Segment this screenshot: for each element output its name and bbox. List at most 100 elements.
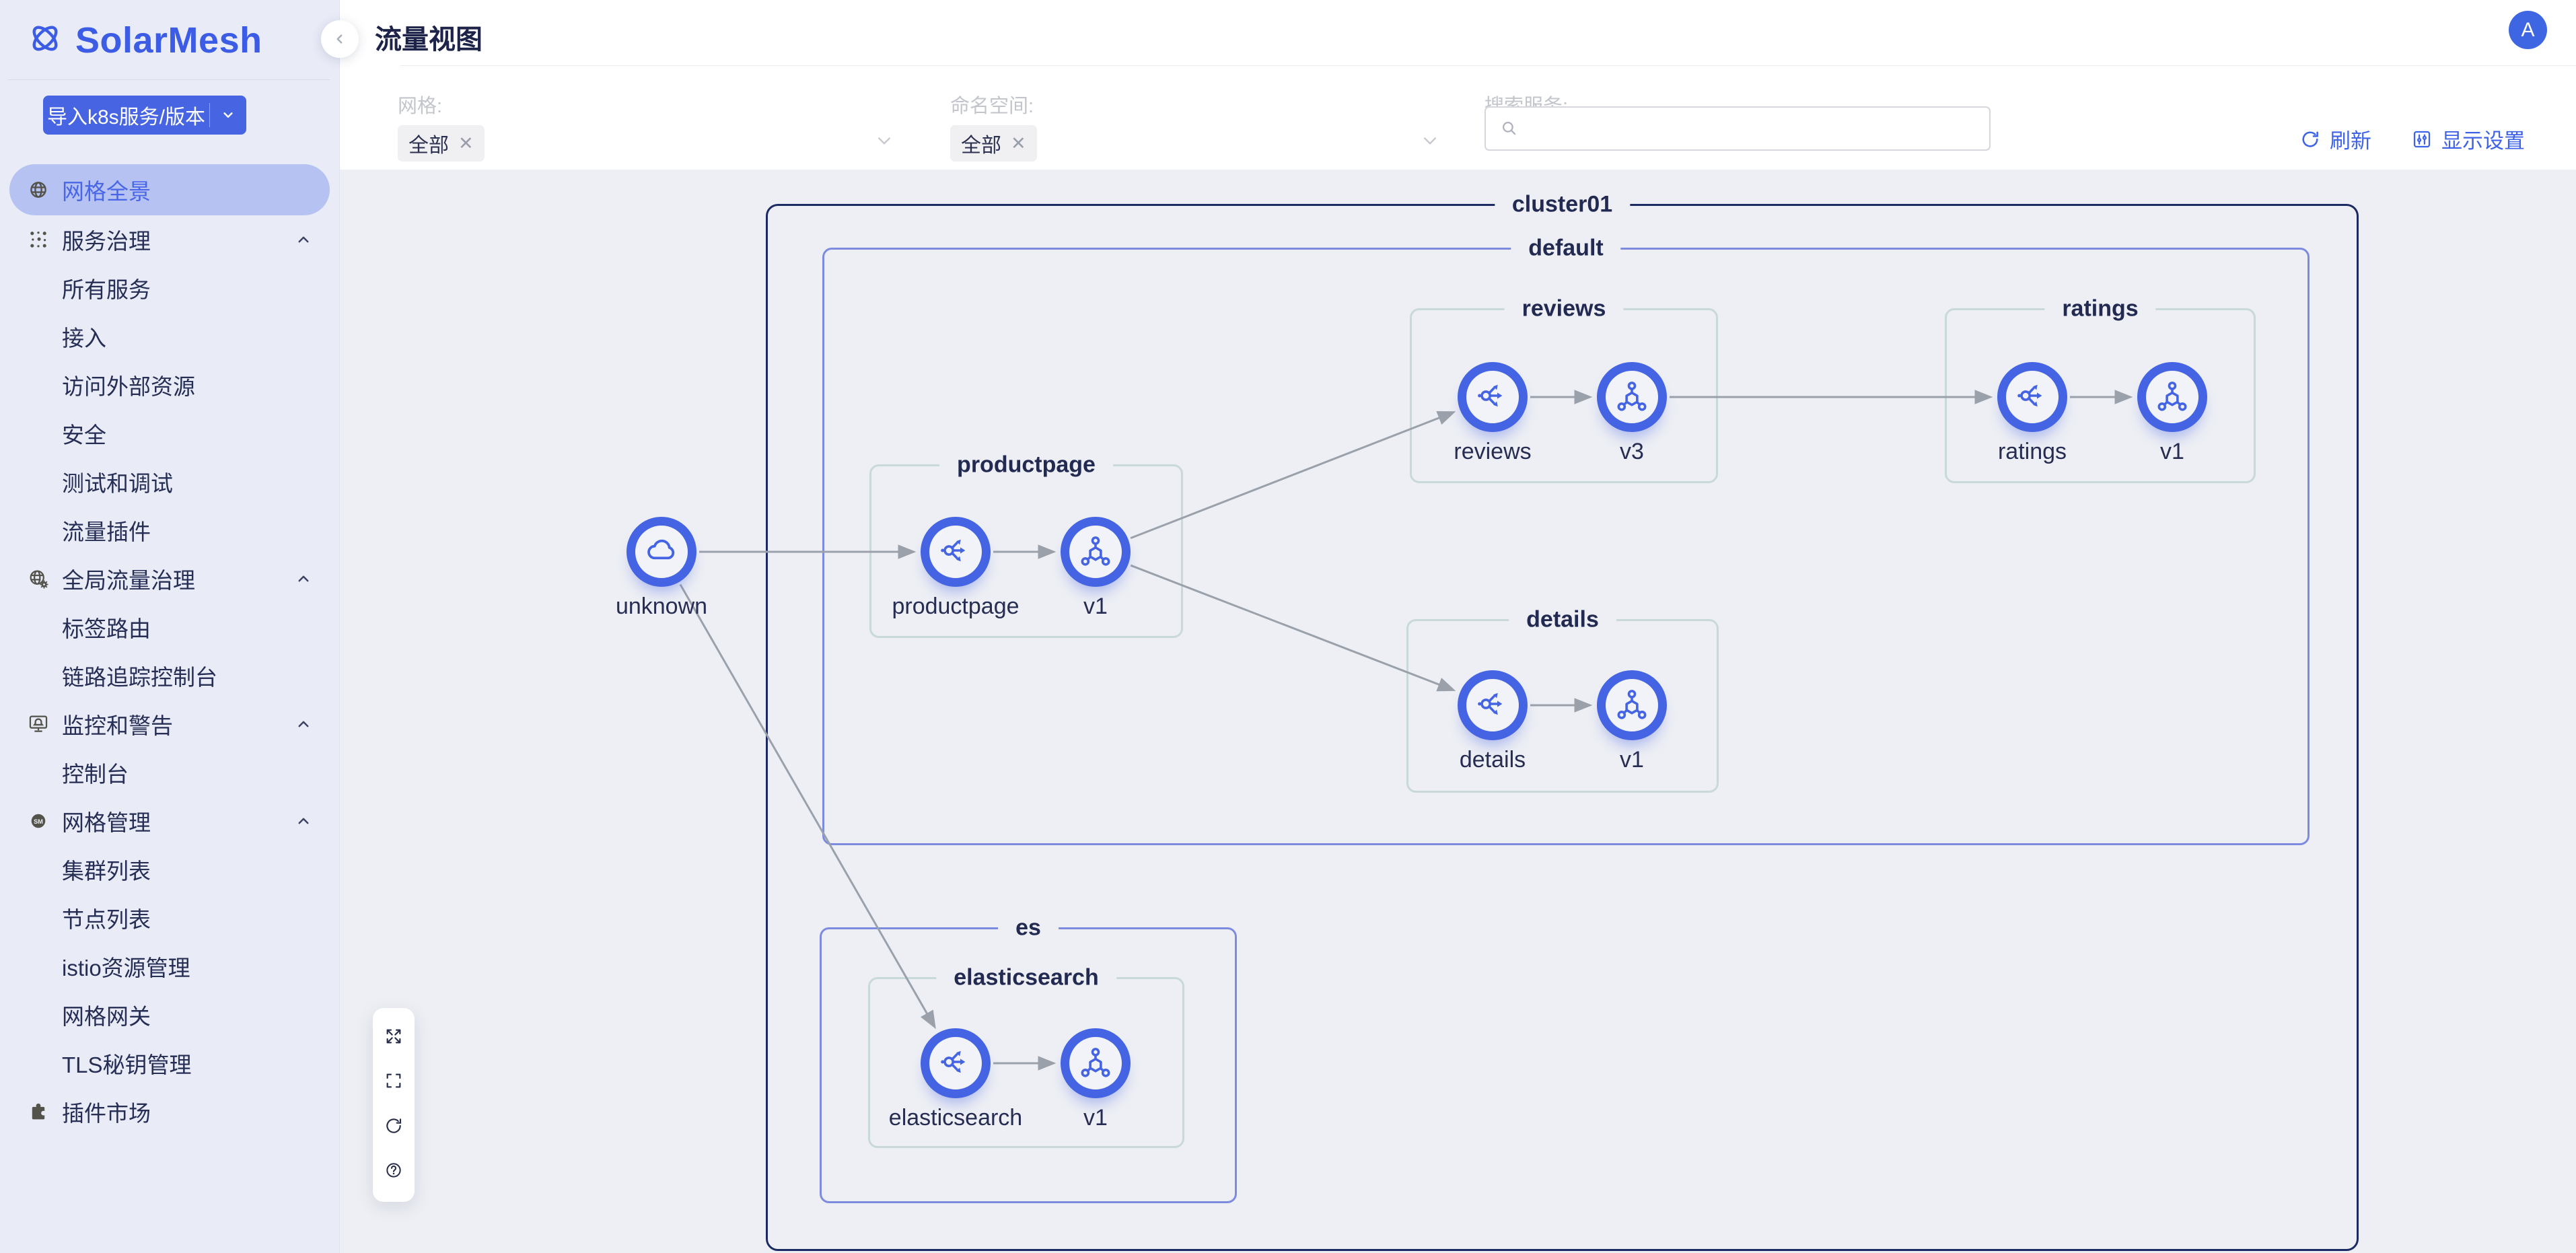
fullscreen-button[interactable] <box>379 1068 408 1098</box>
reload-button[interactable] <box>379 1112 408 1142</box>
sidebar-menu: 网格全景服务治理所有服务接入访问外部资源安全测试和调试流量插件全局流量治理标签路… <box>0 164 339 1136</box>
service-icon <box>937 532 974 572</box>
node-productpage[interactable] <box>921 517 991 587</box>
chevron-up-icon[interactable] <box>293 811 314 831</box>
group-label: productpage <box>939 452 1113 478</box>
node-label-details-v1: v1 <box>1620 747 1644 773</box>
node-elasticsearch[interactable] <box>921 1028 991 1098</box>
chevron-left-icon <box>336 34 343 44</box>
header-divider <box>400 65 2576 66</box>
sidebar-item-14[interactable]: 集群列表 <box>0 845 339 894</box>
namespace-filter: 命名空间: 全部 ✕ <box>950 66 1441 170</box>
namespace-filter-label: 命名空间: <box>950 96 1034 117</box>
sidebar-item-9[interactable]: 标签路由 <box>0 603 339 651</box>
sidebar-item-17[interactable]: 网格网关 <box>0 991 339 1039</box>
workload-icon <box>1614 686 1650 725</box>
chevron-up-icon[interactable] <box>293 229 314 250</box>
svg-text:SM: SM <box>34 818 43 825</box>
workload-icon <box>2154 378 2190 417</box>
sidebar-item-label: istio资源管理 <box>62 956 190 980</box>
help-button[interactable] <box>379 1157 408 1187</box>
sidebar-item-15[interactable]: 节点列表 <box>0 894 339 942</box>
graph-toolbar <box>373 1008 415 1202</box>
node-reviews-v3[interactable] <box>1597 362 1667 432</box>
namespace-filter-tag[interactable]: 全部 ✕ <box>950 125 1037 162</box>
sidebar-item-label: 网格管理 <box>62 810 151 835</box>
sidebar-item-label: 测试和调试 <box>62 471 173 496</box>
sidebar-item-label: 网格网关 <box>62 1004 151 1029</box>
sidebar-item-16[interactable]: istio资源管理 <box>0 942 339 991</box>
node-ratings[interactable] <box>1997 362 2067 432</box>
display-settings-icon <box>2413 131 2431 147</box>
sidebar-collapse-button[interactable] <box>321 20 359 58</box>
fullscreen-icon <box>383 1070 404 1095</box>
app-box-app-details: details <box>1406 606 1719 793</box>
node-ratings-v1[interactable] <box>2137 362 2207 432</box>
group-label: es <box>998 915 1059 941</box>
close-icon[interactable]: ✕ <box>1011 133 1026 153</box>
mesh-manage-icon: SM <box>27 810 50 832</box>
app-title: SolarMesh <box>75 20 262 61</box>
sidebar-item-2[interactable]: 所有服务 <box>0 264 339 312</box>
sidebar-item-label: 接入 <box>62 326 106 351</box>
reload-icon <box>383 1115 404 1140</box>
expand-button[interactable] <box>379 1023 408 1052</box>
sidebar-item-label: 插件市场 <box>62 1101 151 1126</box>
node-unknown[interactable] <box>627 517 696 587</box>
node-elasticsearch-v1[interactable] <box>1061 1028 1131 1098</box>
chevron-up-icon[interactable] <box>293 714 314 734</box>
namespace-box-es: es <box>820 915 1237 1203</box>
sidebar-item-10[interactable]: 链路追踪控制台 <box>0 651 339 700</box>
node-productpage-v1[interactable] <box>1061 517 1131 587</box>
sidebar-item-label: 服务治理 <box>62 229 151 254</box>
group-label: default <box>1511 235 1621 262</box>
search-input[interactable] <box>1528 108 1989 149</box>
sidebar-item-5[interactable]: 安全 <box>0 409 339 458</box>
chevron-down-icon[interactable] <box>873 129 896 152</box>
sidebar-item-18[interactable]: TLS秘钥管理 <box>0 1039 339 1087</box>
sidebar-item-11[interactable]: 监控和警告 <box>0 700 339 748</box>
service-icon <box>1474 378 1511 417</box>
sidebar-item-label: 流量插件 <box>62 520 151 544</box>
sidebar-item-1[interactable]: 服务治理 <box>0 215 339 264</box>
sidebar-item-13[interactable]: SM 网格管理 <box>0 797 339 845</box>
display-settings-button[interactable]: 显示设置 <box>2410 124 2525 154</box>
workload-icon <box>1077 532 1114 572</box>
refresh-button[interactable]: 刷新 <box>2299 124 2371 154</box>
mesh-filter-label: 网格: <box>398 96 443 117</box>
chevron-down-icon[interactable] <box>1419 129 1441 152</box>
sidebar-item-6[interactable]: 测试和调试 <box>0 458 339 506</box>
group-label: details <box>1509 606 1616 633</box>
sidebar-item-label: 访问外部资源 <box>62 374 195 399</box>
close-icon[interactable]: ✕ <box>458 133 474 153</box>
mesh-filter-value: 全部 <box>408 135 449 157</box>
sidebar-item-12[interactable]: 控制台 <box>0 748 339 797</box>
sidebar-divider <box>8 79 330 80</box>
avatar[interactable]: A <box>2509 11 2547 49</box>
chevron-down-icon[interactable] <box>210 106 246 124</box>
import-k8s-button[interactable]: 导入k8s服务/版本 <box>43 96 246 135</box>
sidebar-item-label: 控制台 <box>62 762 129 787</box>
search-icon <box>1498 117 1521 140</box>
sidebar-item-8[interactable]: 全局流量治理 <box>0 554 339 603</box>
global-traffic-icon <box>27 567 50 590</box>
button-divider <box>209 103 210 127</box>
mesh-filter-tag[interactable]: 全部 ✕ <box>398 125 485 162</box>
chevron-up-icon[interactable] <box>293 569 314 589</box>
node-details[interactable] <box>1458 670 1528 740</box>
node-label-elasticsearch-v1: v1 <box>1083 1105 1108 1131</box>
sidebar-item-7[interactable]: 流量插件 <box>0 506 339 554</box>
sidebar-item-0[interactable]: 网格全景 <box>9 164 330 215</box>
sidebar-item-4[interactable]: 访问外部资源 <box>0 361 339 409</box>
app-logo: SolarMesh <box>26 19 262 61</box>
node-details-v1[interactable] <box>1597 670 1667 740</box>
page-title: 流量视图 <box>375 25 482 55</box>
node-reviews[interactable] <box>1458 362 1528 432</box>
help-icon <box>383 1159 404 1184</box>
sidebar-item-19[interactable]: 插件市场 <box>0 1087 339 1136</box>
service-icon <box>937 1044 974 1083</box>
sidebar-item-3[interactable]: 接入 <box>0 312 339 361</box>
sidebar-item-label: 所有服务 <box>62 277 151 302</box>
search-input-wrap <box>1484 106 1991 151</box>
